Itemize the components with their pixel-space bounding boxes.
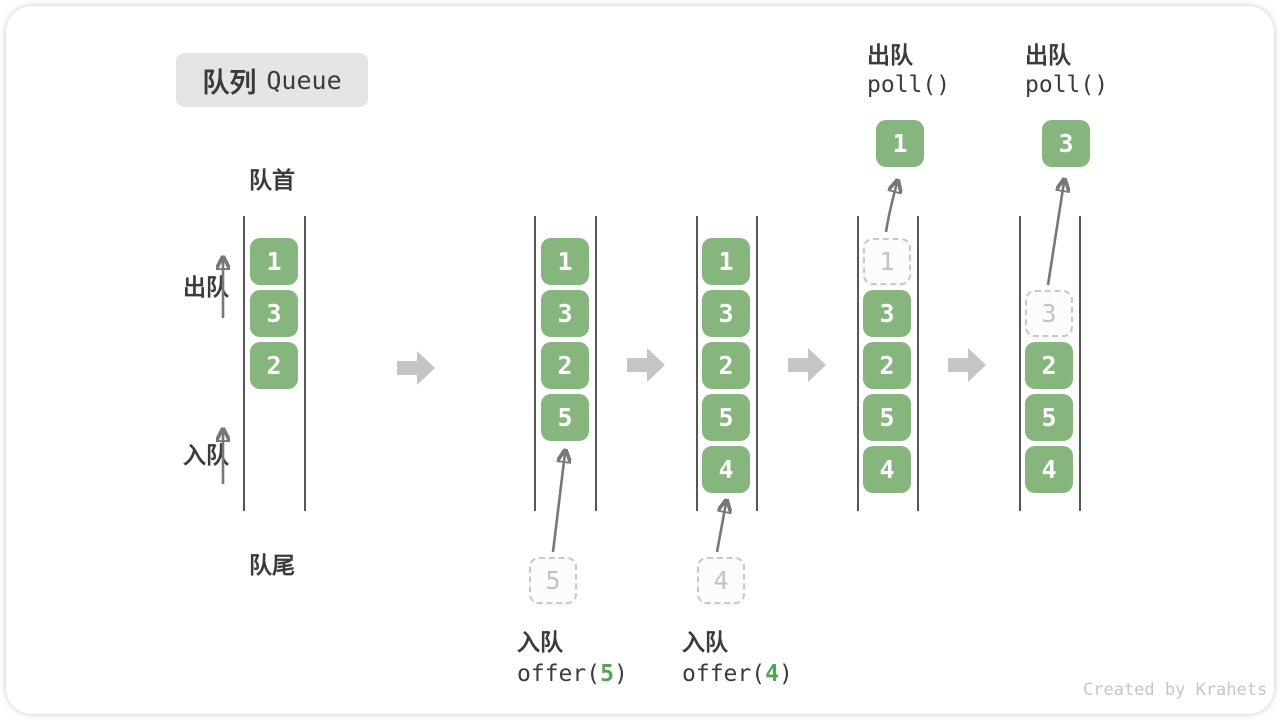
queue-item: 3 — [541, 290, 589, 337]
queue-item: 5 — [702, 394, 750, 441]
polled-item: 3 — [1042, 120, 1090, 167]
queue-wall — [243, 216, 245, 511]
queue-item: 3 — [702, 290, 750, 337]
code-offer4: offer(4) — [682, 661, 793, 687]
queue-wall — [917, 216, 919, 511]
queue-wall — [857, 216, 859, 511]
queue-wall — [304, 216, 306, 511]
code-text: offer( — [517, 661, 601, 687]
label-dequeue-op: 出队 — [1025, 42, 1071, 68]
queue-wall — [1079, 216, 1081, 511]
queue-item: 1 — [702, 238, 750, 285]
queue-wall — [696, 216, 698, 511]
queue-wall — [534, 216, 536, 511]
step-arrow-icon — [627, 348, 665, 382]
label-queue-front: 队首 — [249, 167, 295, 193]
code-poll1: poll() — [867, 72, 951, 98]
title-en: Queue — [266, 65, 342, 95]
queue-wall — [1019, 216, 1021, 511]
queue-wall — [756, 216, 758, 511]
queue-item: 5 — [541, 394, 589, 441]
step-arrow-icon — [397, 351, 435, 385]
code-arg: 4 — [765, 661, 779, 687]
poll1-arrow — [884, 183, 897, 233]
staged-item: 4 — [697, 557, 745, 604]
code-text: ) — [613, 661, 628, 687]
queue-item: 2 — [702, 342, 750, 389]
code-text: ) — [778, 661, 793, 687]
queue-item: 2 — [863, 342, 911, 389]
queue-item: 1 — [250, 238, 298, 285]
poll2-arrow — [1046, 182, 1064, 286]
code-poll2: poll() — [1025, 72, 1109, 98]
polled-item: 1 — [876, 120, 924, 167]
queue-item: 3 — [250, 290, 298, 337]
label-enqueue-left: 入队 — [183, 442, 229, 468]
queue-item: 1 — [541, 238, 589, 285]
title-badge: 队列 Queue — [176, 53, 368, 107]
step-arrow-icon — [948, 348, 986, 382]
queue-item: 5 — [863, 394, 911, 441]
queue-wall — [595, 216, 597, 511]
watermark: Created by Krahets — [1083, 680, 1268, 700]
code-text: offer( — [682, 661, 766, 687]
queue-item: 5 — [1025, 394, 1073, 441]
diagram-canvas: 队列 Queue 队首 队尾 出队 入队 1 3 2 1 3 2 5 5 入队 … — [6, 6, 1274, 714]
label-enqueue-op: 入队 — [517, 629, 563, 655]
label-queue-rear: 队尾 — [249, 552, 295, 578]
label-dequeue-left: 出队 — [183, 274, 229, 300]
queue-item: 2 — [250, 342, 298, 389]
label-enqueue-op: 入队 — [682, 629, 728, 655]
queue-item: 4 — [702, 446, 750, 493]
queue-item: 4 — [1025, 446, 1073, 493]
queue-item: 4 — [863, 446, 911, 493]
staged-item: 5 — [529, 557, 577, 604]
ghost-item: 1 — [863, 238, 911, 285]
queue-item: 2 — [1025, 342, 1073, 389]
label-dequeue-op: 出队 — [867, 42, 913, 68]
enqueue4-arrow — [715, 503, 726, 553]
title-zh: 队列 — [202, 67, 257, 98]
code-offer5: offer(5) — [517, 661, 628, 687]
step-arrow-icon — [788, 348, 826, 382]
queue-item: 2 — [541, 342, 589, 389]
code-arg: 5 — [600, 661, 614, 687]
ghost-item: 3 — [1025, 290, 1073, 337]
queue-item: 3 — [863, 290, 911, 337]
enqueue5-arrow — [551, 453, 565, 553]
